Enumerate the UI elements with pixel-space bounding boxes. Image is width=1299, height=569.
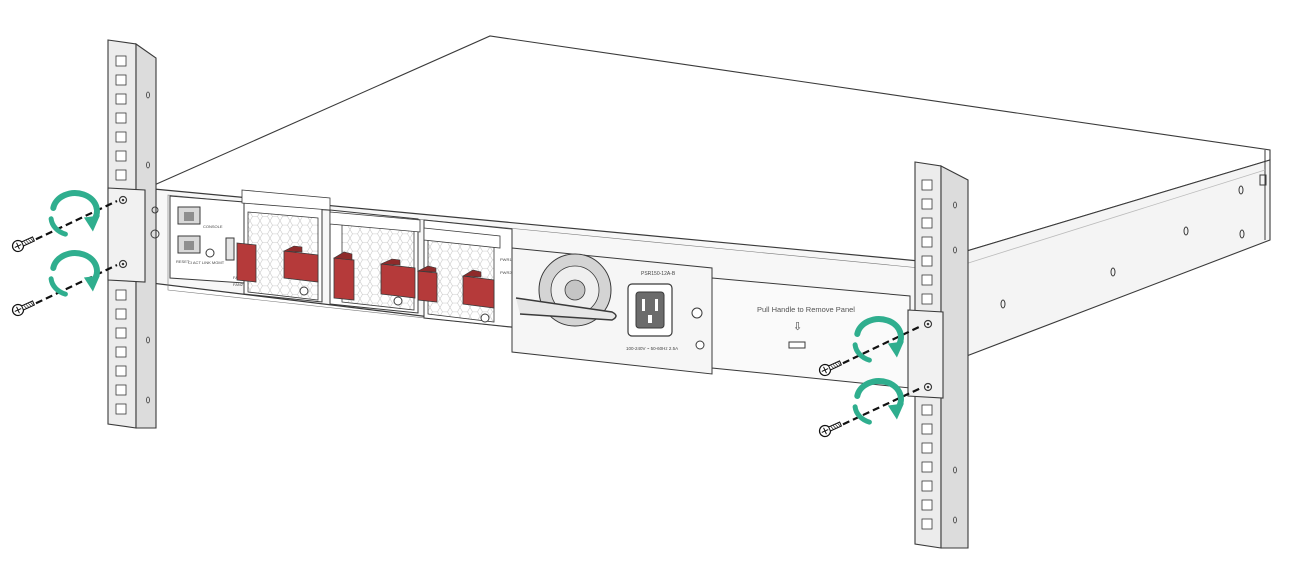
- rail-square-hole: [921, 442, 933, 454]
- rail-square-hole: [921, 404, 933, 416]
- latch-fan1-right: [283, 250, 319, 283]
- reset-label: RESET: [176, 259, 190, 264]
- rail-square-hole: [921, 198, 933, 210]
- rail-square-hole: [115, 74, 127, 86]
- rail-square-hole: [921, 274, 933, 286]
- rail-square-hole: [115, 93, 127, 105]
- latch-fan2-right: [380, 263, 416, 299]
- rail-square-hole: [921, 461, 933, 473]
- screw-icon: [818, 325, 922, 377]
- left-mounting-ear: [107, 187, 160, 283]
- management-module: CONSOLE RESET CI ACT LINK MGMT FAN1 FAN2: [169, 195, 245, 287]
- clockwise-arrow-icon: [48, 250, 100, 297]
- psu-rating-label: 100-240V ~ 50-60Hz 2.5A: [626, 346, 678, 351]
- screw-icon: [11, 264, 118, 317]
- latch-fan1-left: [236, 242, 257, 283]
- rail-square-hole: [921, 518, 933, 530]
- side-holes: [1000, 174, 1267, 309]
- rail-square-hole: [115, 289, 127, 301]
- rail-square-hole: [115, 384, 127, 396]
- screw-icon: [818, 387, 922, 438]
- rail-square-holes-right: [921, 179, 933, 530]
- insertion-guide-line: [25, 264, 118, 309]
- pwr1-label: PWR1: [500, 257, 512, 262]
- insertion-guide-line: [832, 387, 922, 430]
- rotation-arrows: [48, 190, 904, 425]
- insertion-guide-line: [25, 200, 118, 245]
- clockwise-arrow-icon: [852, 316, 904, 363]
- psu-model-label: PSR150-12A-B: [641, 271, 676, 277]
- rail-square-holes-left: [115, 55, 127, 415]
- insertion-guide-line: [832, 325, 922, 369]
- rail-square-hole: [115, 150, 127, 162]
- power-supply: PSR150-12A-B 100-240V ~ 50-60Hz 2.5A: [511, 247, 713, 375]
- rail-square-hole: [921, 293, 933, 305]
- rail-square-hole: [115, 131, 127, 143]
- latch-fan3-right: [462, 275, 495, 309]
- screw-icon: [11, 200, 118, 253]
- right-mounting-ear: [907, 309, 944, 399]
- rail-square-hole: [115, 403, 127, 415]
- usb-port-icon: [225, 237, 235, 261]
- latch-fan2-left: [333, 257, 355, 301]
- mode-label: CI ACT LINK MGMT: [188, 260, 225, 265]
- screws: [11, 200, 922, 438]
- rail-square-hole: [921, 480, 933, 492]
- latches: [236, 242, 495, 309]
- rail-square-hole: [921, 499, 933, 511]
- rail-square-hole: [921, 217, 933, 229]
- fan2-label: FAN2: [233, 282, 244, 287]
- panel-instruction-label: Pull Handle to Remove Panel: [757, 305, 855, 314]
- rail-square-hole: [115, 346, 127, 358]
- rail-square-hole: [921, 255, 933, 267]
- rail-square-hole: [115, 308, 127, 320]
- clockwise-arrow-icon: [852, 378, 904, 425]
- down-arrow-icon: ⇩: [793, 321, 802, 333]
- rail-square-hole: [115, 55, 127, 67]
- rail-square-hole: [115, 327, 127, 339]
- rail-square-hole: [921, 236, 933, 248]
- latch-fan3-left: [417, 270, 438, 303]
- blank-panel: Pull Handle to Remove Panel ⇩: [711, 277, 911, 389]
- psu-handle: [515, 297, 617, 321]
- rail-square-hole: [921, 423, 933, 435]
- pwr2-label: PWR2: [500, 270, 512, 275]
- rail-square-hole: [921, 179, 933, 191]
- rail-square-hole: [115, 365, 127, 377]
- console-label: CONSOLE: [203, 224, 223, 229]
- panel-pull-handle: [788, 341, 806, 349]
- rail-square-hole: [115, 169, 127, 181]
- clockwise-arrow-icon: [48, 190, 100, 237]
- rail-square-hole: [115, 112, 127, 124]
